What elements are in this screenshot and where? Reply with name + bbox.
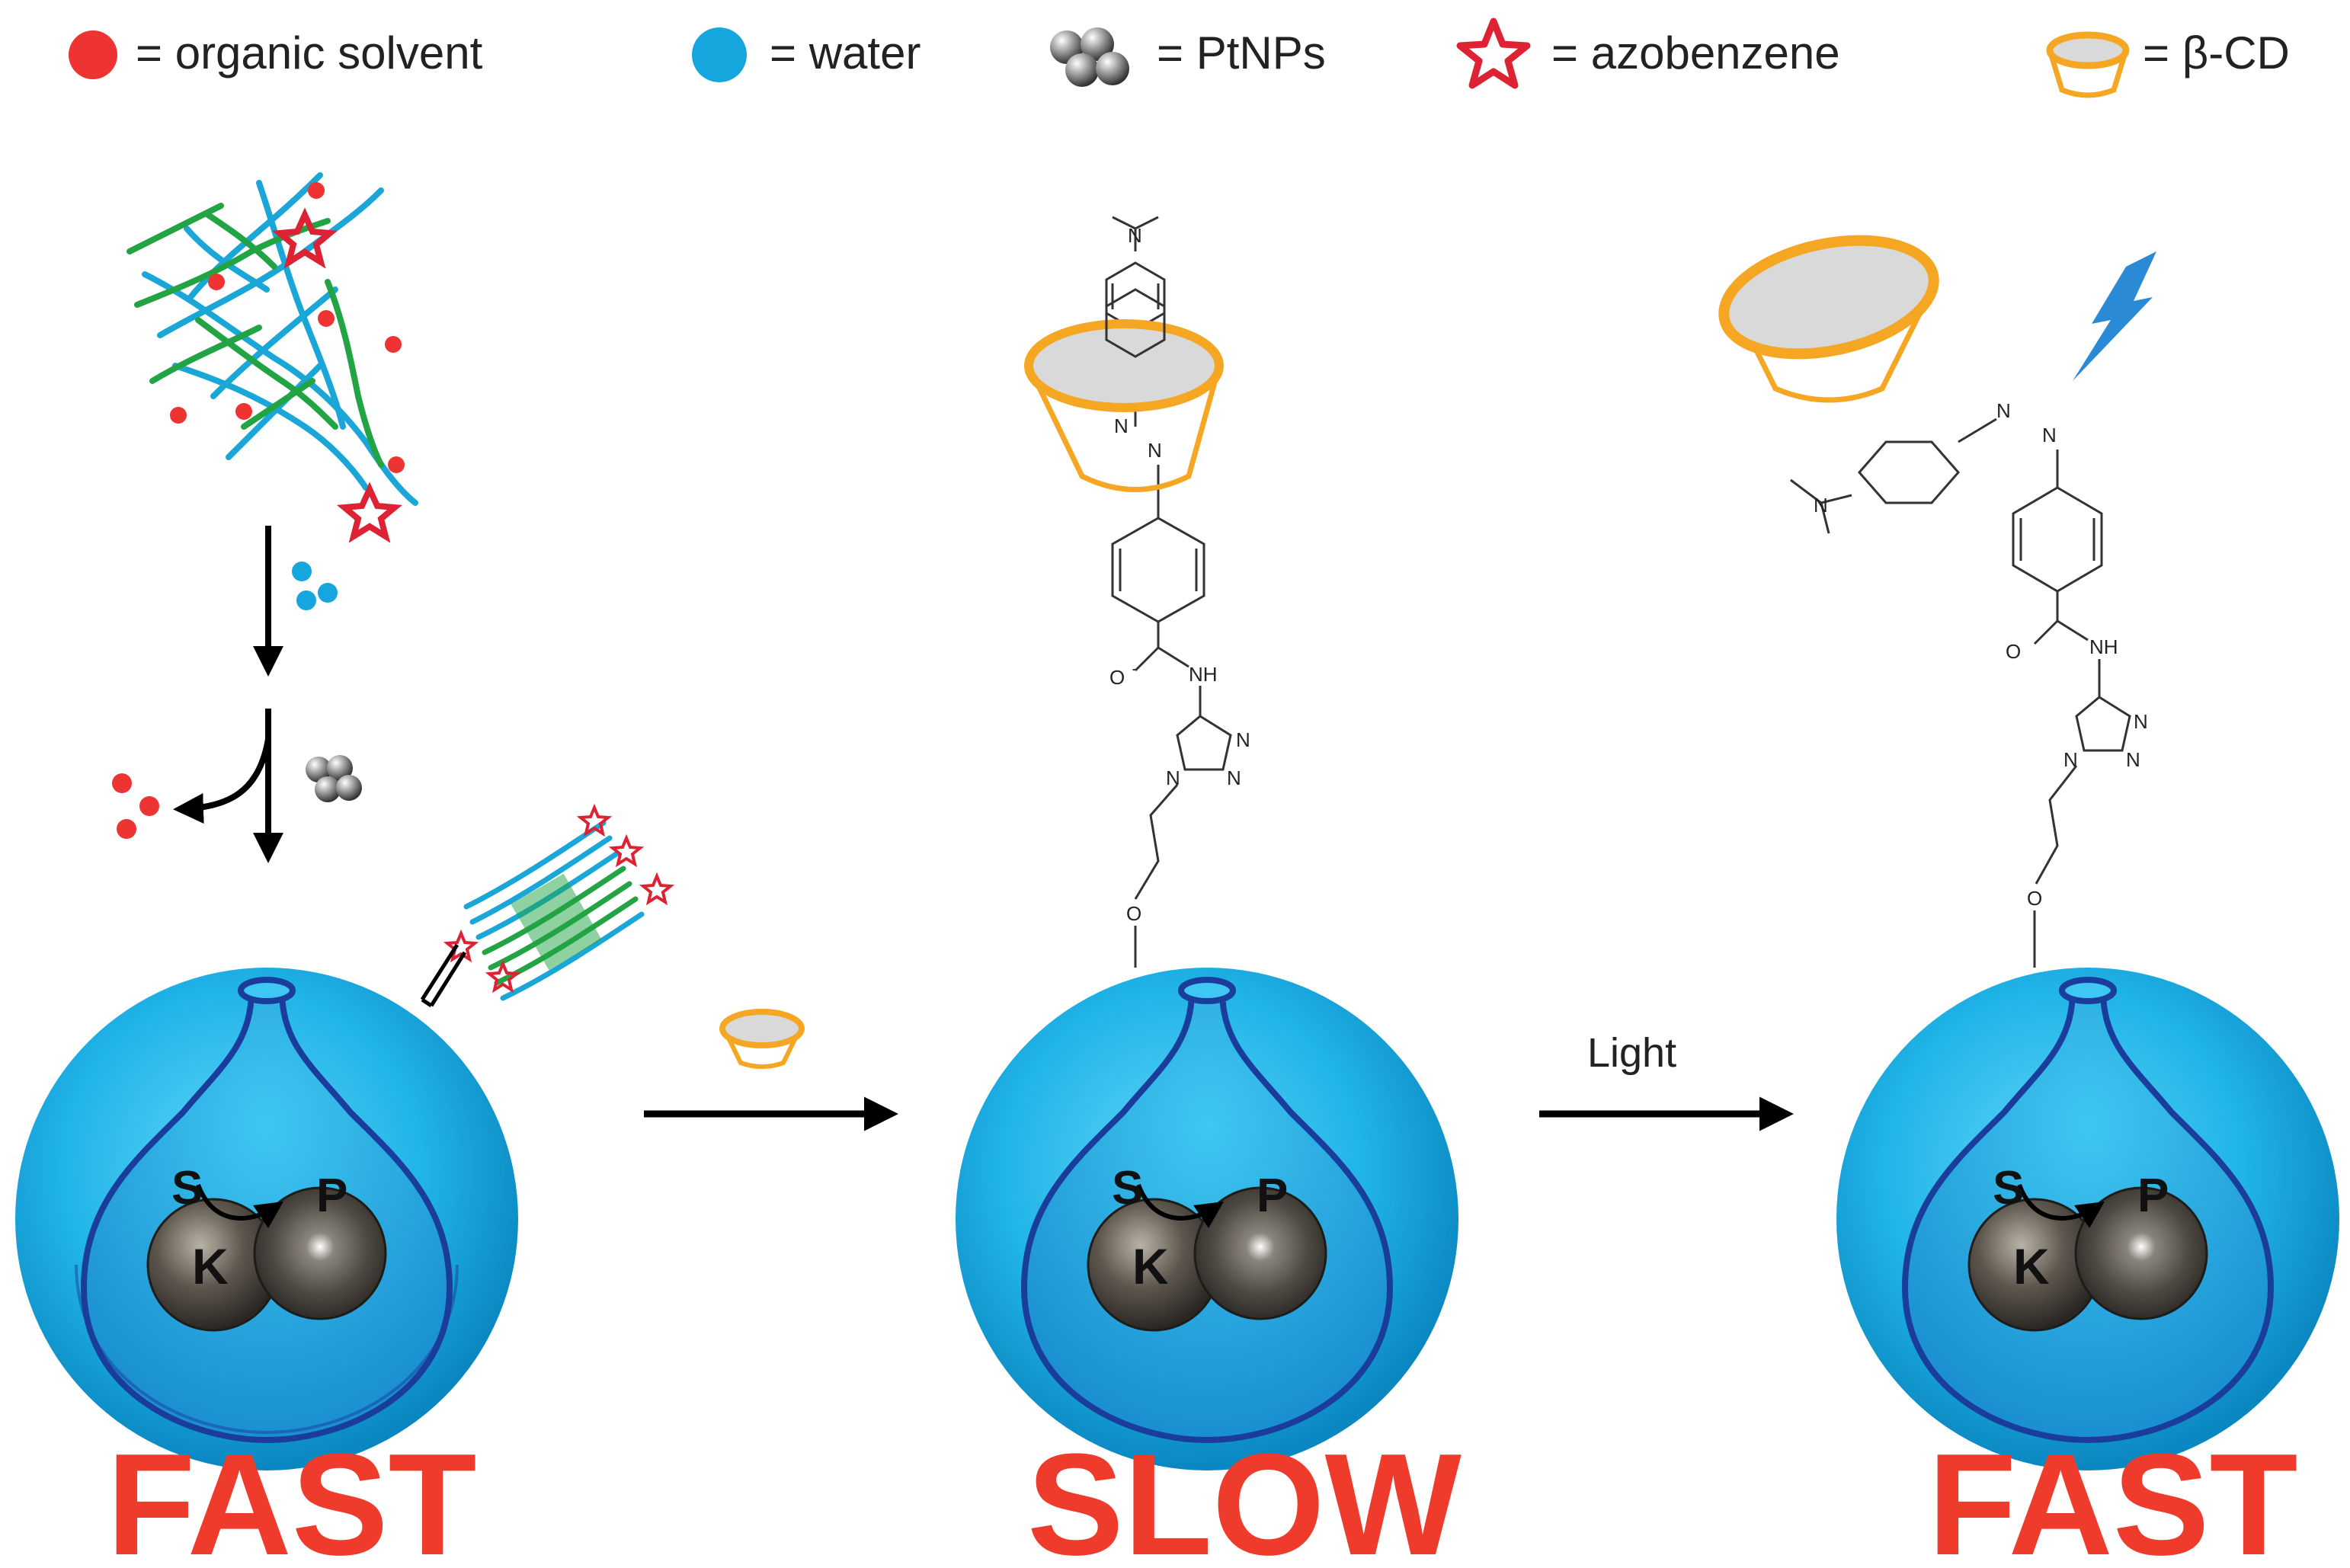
light-label: Light [1587, 1030, 1676, 1076]
nanoreactor-sphere-left: S P K [15, 968, 518, 1470]
beta-cyclodextrin-middle [1024, 319, 1224, 492]
atom-o: O [1109, 666, 1125, 689]
rate-label-middle: SLOW [1027, 1424, 1462, 1568]
rate-label-right: FAST [1928, 1424, 2298, 1568]
pt-nanoparticle [253, 1186, 387, 1320]
blue-dot-icon [692, 27, 747, 82]
catalyst-label: K [192, 1238, 229, 1294]
azobenzene-molecule-right: N N N O NH N N N O [1790, 399, 2148, 968]
lightning-icon [2073, 251, 2156, 381]
atom-n: N [1236, 728, 1250, 751]
atom-o: O [2027, 887, 2042, 910]
legend-azobenzene: = azobenzene [1456, 18, 1840, 89]
process-arrows [112, 526, 362, 863]
arrow-light: Light [1539, 1030, 1794, 1131]
atom-n: N [2126, 748, 2140, 771]
ptnp-cluster-icon [1050, 27, 1129, 87]
rate-label-left: FAST [107, 1424, 477, 1568]
catalyst-label: K [1132, 1238, 1169, 1294]
polymer-micelle-zoom [420, 803, 675, 1008]
beta-cyclodextrin-right [1718, 235, 1939, 403]
pt-nanoparticle [1193, 1186, 1327, 1320]
product-label: P [316, 1170, 347, 1222]
product-label: P [2137, 1170, 2169, 1222]
nanoreactor-sphere-middle: S P K [956, 968, 1458, 1470]
legend: = organic solvent = water = PtNPs = azob… [69, 18, 2290, 98]
atom-n: N [1128, 224, 1142, 247]
catalyst-label: K [2013, 1238, 2050, 1294]
legend-azobenzene-label: = azobenzene [1551, 27, 1840, 78]
legend-beta-cd: = β-CD [2046, 27, 2290, 98]
substrate-label: S [171, 1162, 203, 1214]
nanoreactor-sphere-right: S P K [1836, 968, 2339, 1470]
azobenzene-ring-over-cup [1105, 288, 1166, 358]
ptnp-cluster-icon [306, 755, 362, 802]
atom-n: N [1996, 399, 2011, 422]
atom-n: N [1227, 766, 1241, 789]
legend-water: = water [692, 27, 920, 82]
atom-o: O [1126, 902, 1141, 925]
arrow-add-beta-cd [644, 1009, 898, 1131]
atom-n: N [2134, 710, 2148, 733]
red-dot-icon [69, 30, 117, 79]
azobenzene-molecule-middle: N N N O NH N N N O [1105, 216, 1250, 968]
atom-o: O [2006, 640, 2021, 663]
cyclodextrin-cup-icon [2046, 31, 2130, 98]
red-star-icon [1456, 18, 1531, 89]
legend-organic-solvent: = organic solvent [69, 27, 483, 79]
atom-n: N [2042, 424, 2057, 446]
atom-n: N [2063, 748, 2078, 771]
pt-nanoparticle [2074, 1186, 2208, 1320]
product-label: P [1257, 1170, 1288, 1222]
legend-ptnps-label: = PtNPs [1157, 27, 1326, 78]
legend-water-label: = water [770, 27, 920, 78]
atom-n: N [1814, 494, 1828, 517]
atom-n: N [1148, 439, 1162, 462]
organic-solvent-drops-icon [112, 773, 159, 839]
polymer-mesh [126, 172, 418, 543]
cyclodextrin-cup-icon [719, 1009, 805, 1069]
atom-n: N [1166, 766, 1180, 789]
legend-beta-cd-label: = β-CD [2143, 27, 2290, 78]
azobenzene-star-icon [336, 482, 403, 543]
atom-nh: NH [2089, 635, 2118, 658]
water-drops-icon [292, 562, 338, 610]
azobenzene-star-icon [271, 207, 338, 269]
substrate-label: S [1993, 1162, 2024, 1214]
atom-nh: NH [1189, 663, 1218, 686]
atom-n: N [1114, 414, 1129, 437]
legend-ptnps: = PtNPs [1050, 27, 1326, 87]
substrate-label: S [1112, 1162, 1143, 1214]
legend-organic-solvent-label: = organic solvent [136, 27, 483, 78]
